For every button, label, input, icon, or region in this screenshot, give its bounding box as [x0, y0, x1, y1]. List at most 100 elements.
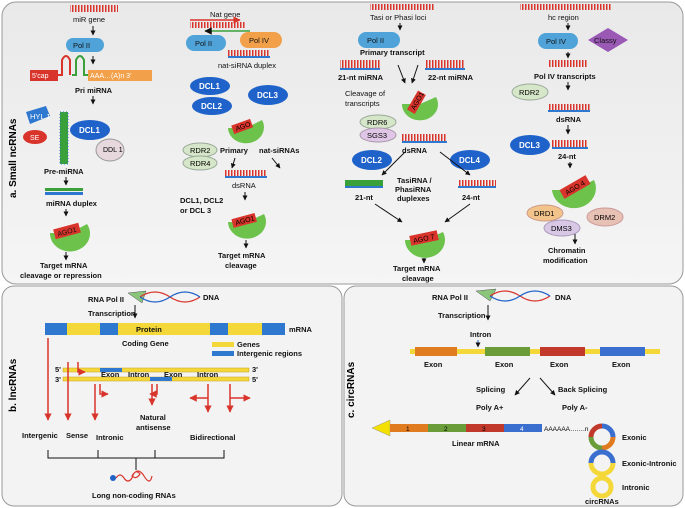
strand-top: [62, 367, 250, 373]
drd1-shape: [526, 204, 564, 222]
target-label: Target mRNA: [393, 264, 441, 273]
long-ncrna-label: Long non-coding RNAs: [92, 491, 176, 500]
arrow: [514, 377, 531, 396]
linear-mrna-label: Linear mRNA: [452, 439, 500, 448]
panel-b-title: b. lncRNAs: [8, 358, 19, 412]
lncrna-squiggle: [115, 470, 153, 482]
linear-exon-3: [466, 424, 504, 432]
sgs3-shape: [359, 127, 397, 143]
dcl1-label: DCL1: [79, 126, 100, 135]
classy-label: Classy: [594, 36, 617, 45]
legend-intergenic-label: Intergenic regions: [237, 349, 302, 358]
mirna21-label: 21-nt miRNA: [338, 73, 384, 82]
drm2-label: DRM2: [594, 213, 615, 222]
cleavage-label: Cleavage of: [345, 89, 386, 98]
se-shape: [23, 130, 47, 144]
exonic-intronic-label: Exonic-Intronic: [622, 459, 677, 468]
tasi-loci-label: Tasi or Phasi loci: [370, 13, 427, 22]
ago7-label: AGO 7: [413, 234, 435, 245]
arrow: [271, 157, 281, 169]
natural-label: Natural: [140, 413, 166, 422]
legend-genes-swatch: [212, 342, 234, 347]
intron-label-1: Intron: [128, 370, 150, 379]
exon-label-2: Exon: [495, 360, 514, 369]
merge-bracket: [47, 450, 225, 470]
dsrna-top: [225, 170, 267, 176]
tasi-dna: [370, 4, 435, 10]
linear-num-4: 4: [520, 426, 524, 433]
chromatin-label: Chromatin: [548, 246, 586, 255]
transcripts-bars: [548, 60, 588, 67]
intergenic-segment: [100, 323, 118, 335]
pol-ii-badge: [358, 32, 400, 48]
three-prime-top: 3': [252, 365, 258, 374]
rdr6-label: RDR6: [367, 118, 387, 127]
pol-iv-badge: [538, 33, 578, 49]
exon-green: [485, 347, 530, 356]
nt21-bars: [345, 180, 383, 186]
mirna22-bars: [425, 60, 465, 68]
exon-label-1: Exon: [424, 360, 443, 369]
intron-label: Intron: [470, 330, 492, 339]
target-label: Target mRNA: [218, 251, 266, 260]
circrna-panel: RNA Pol II DNA Transcription Intron Exon…: [371, 288, 677, 506]
ago1-shape: [401, 97, 438, 121]
dsrna-bottom: [548, 110, 590, 112]
arrow: [411, 64, 419, 84]
dna-label: DNA: [555, 293, 572, 302]
ago1-label: AGO1: [235, 215, 256, 227]
dcl2-shape: [352, 150, 392, 170]
nat-sirna-pathway: Nat gene Pol II Pol IV nat-siRNA duplex …: [180, 10, 299, 270]
exon-label-4: Exon: [612, 360, 631, 369]
ago1-tag: [53, 222, 81, 240]
pol-iv-badge: [240, 32, 282, 48]
five-prime-top: 5': [55, 365, 61, 374]
hairpin-green: [72, 55, 88, 76]
ago4-tag: [559, 175, 591, 199]
legend-intergenic-swatch: [212, 351, 234, 356]
arrow: [444, 203, 471, 223]
transcription-label: Transcription: [88, 309, 136, 318]
mrna-bar: [45, 323, 285, 335]
cap-box: [30, 70, 58, 81]
exon-block: [150, 377, 172, 381]
cap-label: 5'cap: [32, 73, 49, 80]
nat-duplex-label: nat-siRNA duplex: [218, 61, 276, 70]
dcl3-label: DCL3: [257, 91, 278, 100]
nt24-strand: [458, 186, 496, 188]
sense-label: Sense: [66, 431, 88, 440]
modification-label: modification: [543, 256, 588, 265]
panel-a-title: a. Small ncRNAs: [8, 118, 19, 198]
exon-blue: [600, 347, 645, 356]
intronic-label: Intronic: [96, 433, 124, 442]
pri-mirna-label: Pri miRNA: [75, 86, 113, 95]
ddl1-label: DDL 1: [103, 147, 123, 154]
duplex-label: miRNA duplex: [46, 199, 98, 208]
arrow: [230, 157, 236, 169]
dms3-shape: [543, 219, 581, 237]
duplex-bottom: [45, 192, 83, 195]
linear-exon-1: [390, 424, 428, 432]
transcripts-label: Pol IV transcripts: [534, 72, 596, 81]
polya-box: [88, 70, 152, 81]
poly-a-plus-label: Poly A+: [476, 403, 504, 412]
rna-pol-shape: [475, 288, 497, 302]
dcl4-label: DCL4: [459, 156, 480, 165]
rna-pol-label: RNA Pol II: [432, 293, 468, 302]
circ-exonic: [588, 423, 616, 451]
nat-duplex-top: [228, 50, 270, 56]
ago1-tag: [231, 213, 257, 228]
mirna-pathway: miR gene Pol II 5'cap AAA…(A)n 3' Pri mi…: [20, 5, 152, 280]
back-splicing-label: Back Splicing: [558, 385, 608, 394]
intergenic-segment: [45, 323, 67, 335]
rna-pol-label: RNA Pol II: [88, 295, 124, 304]
ago7-tag: [409, 230, 439, 246]
intergenic-segment: [262, 323, 285, 335]
nt21-label: 21-nt: [355, 193, 373, 202]
nt24-label: 24-nt: [558, 152, 576, 161]
rna-dot: [110, 475, 116, 481]
se-label: SE: [30, 135, 40, 142]
pre-hairpin-stripes: [59, 111, 69, 165]
classy-shape: [588, 28, 628, 52]
